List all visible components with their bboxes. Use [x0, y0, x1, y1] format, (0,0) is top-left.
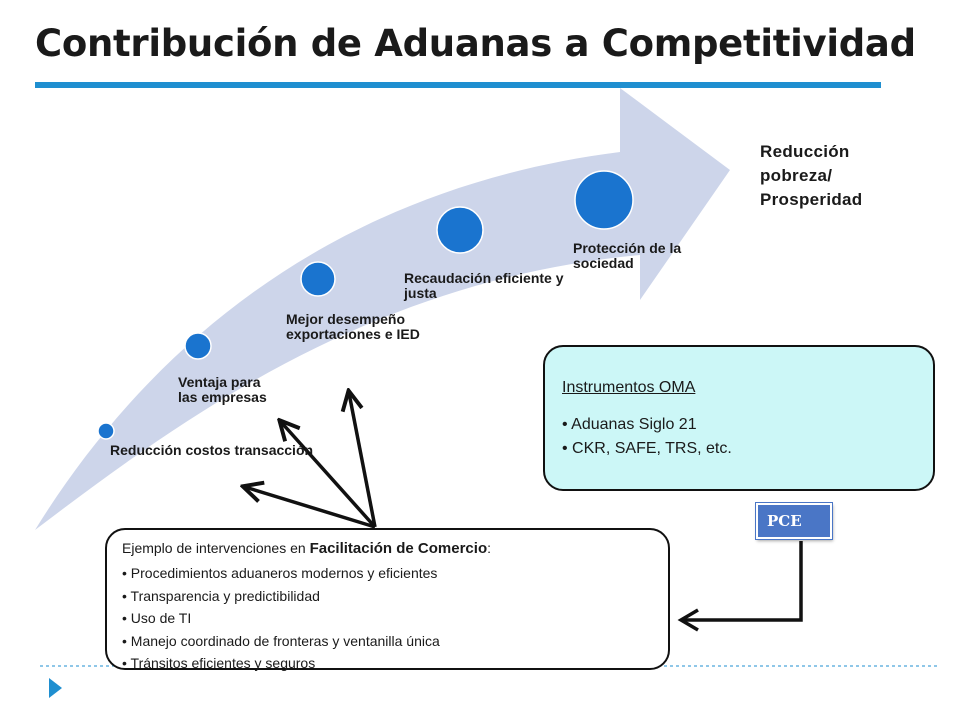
slide-title: Contribución de Aduanas a Competitividad	[35, 22, 916, 65]
trade-facilitation-box: Ejemplo de intervenciones en Facilitació…	[105, 528, 670, 671]
oma-item: • CKR, SAFE, TRS, etc.	[562, 440, 732, 457]
goal-line-1: Reducción	[760, 142, 850, 161]
step-label-5: Protección de la sociedad	[573, 240, 682, 271]
trade-list: • Procedimientos aduaneros modernos y ef…	[122, 562, 440, 675]
goal-line-3: Prosperidad	[760, 190, 863, 209]
arrow-to-step-1	[245, 487, 376, 529]
step-dot-5	[574, 170, 634, 230]
oma-instruments-box: Instrumentos OMA • Aduanas Siglo 21 • CK…	[543, 345, 935, 491]
arrow-to-step-3	[349, 393, 377, 528]
oma-title: Instrumentos OMA	[562, 379, 696, 396]
trade-intro-bold: Facilitación de Comercio	[309, 540, 488, 557]
step-label-3: Mejor desempeño exportaciones e IED	[286, 311, 420, 342]
triangle-bullet-icon	[49, 678, 62, 698]
trade-intro: Ejemplo de intervenciones en Facilitació…	[122, 540, 491, 557]
oma-list: • Aduanas Siglo 21 • CKR, SAFE, TRS, etc…	[562, 413, 732, 461]
trade-intro-end: :	[487, 540, 491, 556]
step-dot-3	[300, 261, 336, 297]
curved-arrow-shape	[35, 88, 730, 530]
trade-intro-text: Ejemplo de intervenciones en	[122, 540, 310, 556]
step-dot-2	[184, 332, 212, 360]
step-label-4: Recaudación eficiente y justa	[404, 270, 564, 301]
trade-item: • Procedimientos aduaneros modernos y ef…	[122, 565, 438, 581]
title-underline	[35, 82, 881, 88]
goal-label: Reducción pobreza/ Prosperidad	[760, 140, 863, 212]
goal-line-2: pobreza/	[760, 166, 833, 185]
step-label-2: Ventaja para las empresas	[178, 374, 267, 405]
oma-item: • Aduanas Siglo 21	[562, 416, 697, 433]
step-dot-4	[436, 206, 484, 254]
pce-button[interactable]: PCE	[756, 503, 832, 539]
step-dot-1	[97, 422, 115, 440]
trade-item: • Tránsitos eficientes y seguros	[122, 655, 316, 671]
trade-item: • Manejo coordinado de fronteras y venta…	[122, 632, 440, 649]
trade-item: • Uso de TI	[122, 610, 192, 626]
arrow-to-step-2	[281, 422, 377, 529]
pce-connector	[677, 541, 804, 632]
step-label-1: Reducción costos transacción	[110, 442, 314, 458]
trade-item: • Transparencia y predictibilidad	[122, 587, 320, 604]
influence-arrows	[245, 393, 377, 529]
